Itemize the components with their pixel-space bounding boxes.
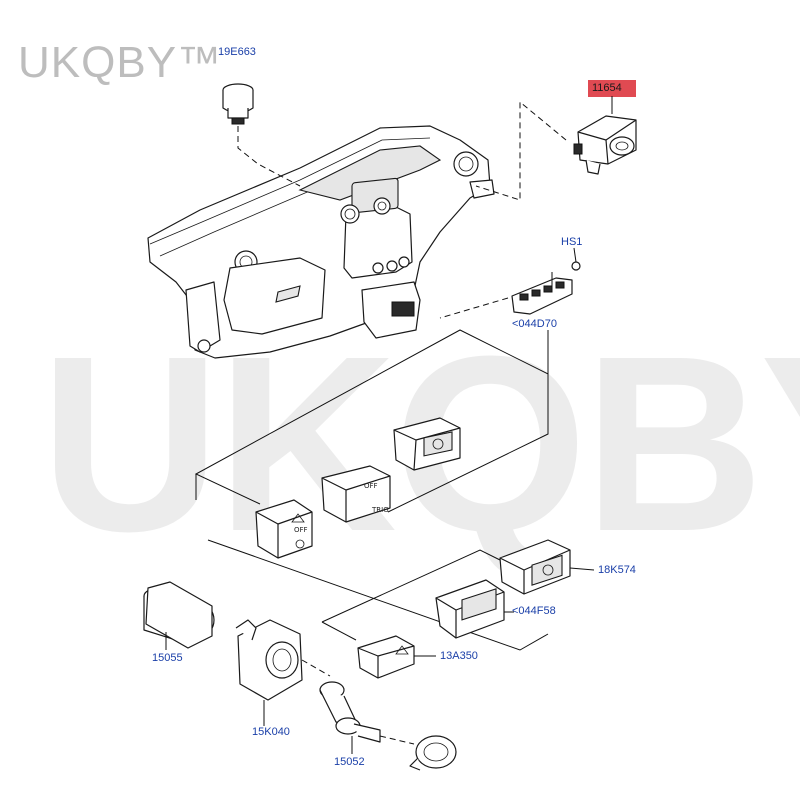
label-15055: 15055 <box>152 652 183 664</box>
svg-text:TRIG: TRIG <box>371 506 389 514</box>
label-044F58: <044F58 <box>512 605 556 617</box>
part-15055 <box>143 581 215 650</box>
label-15K040: 15K040 <box>252 726 290 738</box>
label-11654: 11654 <box>592 82 622 94</box>
switch-group-center: OFF TRIG OFF <box>255 417 461 559</box>
part-11654 <box>475 96 637 201</box>
part-lighter-cap <box>409 735 457 771</box>
part-15052 <box>319 681 415 754</box>
label-044D70: <044D70 <box>512 318 557 330</box>
part-044D70 <box>194 247 581 513</box>
part-15K040 <box>235 619 331 726</box>
label-13A350: 13A350 <box>440 650 478 662</box>
watermark-small: UKQBY™ <box>18 38 223 87</box>
svg-text:OFF: OFF <box>364 482 378 490</box>
part-19E663 <box>222 83 301 187</box>
label-18K574: 18K574 <box>598 564 636 576</box>
dashboard-assembly <box>147 125 495 359</box>
label-19E663: 19E663 <box>218 46 256 58</box>
switch-group-lower <box>207 539 595 679</box>
highlight-marker-11654 <box>588 80 636 97</box>
svg-text:OFF: OFF <box>294 526 308 534</box>
label-15052: 15052 <box>334 756 365 768</box>
label-HS1: HS1 <box>561 236 583 248</box>
